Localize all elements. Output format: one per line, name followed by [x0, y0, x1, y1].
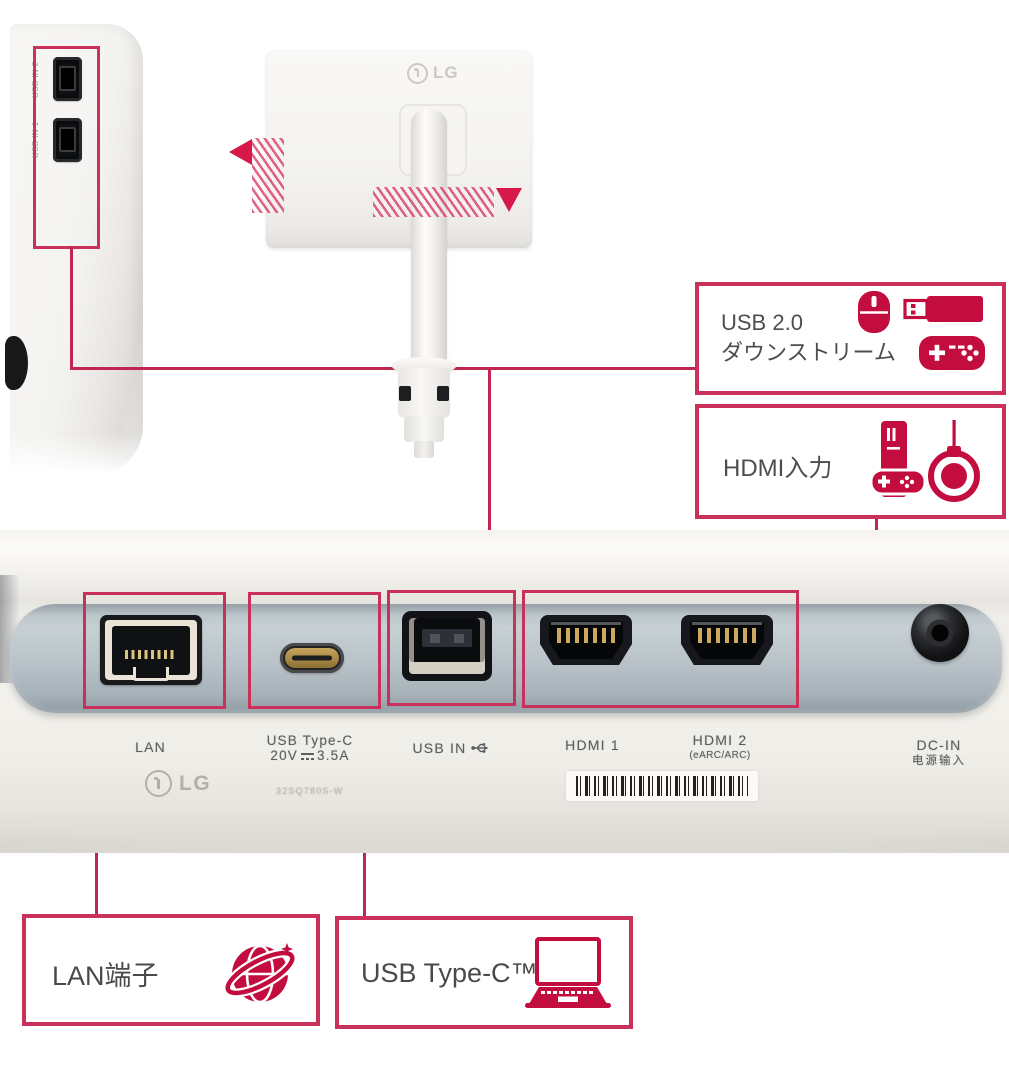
usb-in-label-text: USB IN	[412, 740, 467, 756]
side-ports-highlight-hatch	[252, 138, 284, 213]
side-usb-port-2	[53, 57, 82, 101]
hdmi2-label-text: HDMI 2	[692, 732, 748, 748]
usb-c-label-volt: 20V	[270, 748, 299, 763]
globe-icon	[223, 943, 297, 1004]
callout-usb2-downstream: USB 2.0 ダウンストリーム	[695, 282, 1006, 395]
dc-in-label-text: DC-IN	[916, 737, 962, 753]
lan-port-cavity	[112, 626, 190, 681]
callout-usb2-text: USB 2.0 ダウンストリーム	[721, 308, 896, 368]
side-usb-port-1	[53, 118, 82, 162]
usb-c-port	[280, 643, 344, 673]
lg-logo-back: LG	[407, 62, 459, 84]
usb-c-highlight-box	[248, 592, 381, 709]
hdmi2-label-sub: (eARC/ARC)	[689, 750, 751, 761]
stand-clamp-pin	[414, 441, 434, 458]
stand-clamp-tab-right	[437, 386, 449, 401]
barcode-label	[566, 771, 758, 801]
callout-hdmi-input: HDMI入力	[695, 404, 1006, 519]
lan-port-label: LAN	[135, 739, 166, 755]
streaming-device-icon	[928, 420, 980, 502]
dc-in-label-sub: 电源输入	[912, 755, 966, 767]
hdmi-port-2	[681, 615, 773, 665]
dc-in-port-label: DC-IN 电源输入	[888, 738, 990, 769]
callout-lan-label: LAN端子	[52, 961, 159, 991]
usb-a-highlight-box	[387, 590, 516, 706]
usb-c-label-amp: 3.5A	[317, 748, 350, 763]
model-number-text: 32SQ780S-W	[276, 786, 344, 796]
usb-c-label-line1: USB Type-C	[266, 733, 354, 748]
mouse-icon	[858, 291, 890, 333]
usb-trident-icon	[471, 743, 489, 753]
lg-emblem-icon	[407, 62, 428, 84]
callout-hdmi-label: HDMI入力	[723, 455, 833, 482]
hdmi-port-1	[540, 615, 632, 665]
hdmi-highlight-box	[522, 590, 799, 708]
connector-line-usb-in-vertical	[488, 370, 491, 592]
lan-highlight-box	[83, 592, 226, 709]
side-usb-highlight-box	[33, 46, 100, 249]
dc-in-port	[911, 604, 969, 662]
laptop-icon	[525, 937, 611, 1008]
stand-clamp-lower	[404, 416, 444, 442]
hdmi-port-2-pins	[698, 628, 756, 643]
arrow-down-icon	[496, 188, 522, 212]
callout-usb2-line2: ダウンストリーム	[721, 340, 896, 365]
lan-port-pins	[125, 650, 177, 659]
lg-logo-photo: LG	[145, 770, 211, 797]
lan-port-notch	[133, 667, 169, 681]
callout-usb-type-c: USB Type-C™	[335, 916, 633, 1029]
callout-lan: LAN端子	[22, 914, 320, 1026]
stand-clamp-tab-left	[399, 386, 411, 401]
dc-symbol-icon	[301, 752, 315, 761]
arrow-left-icon	[229, 139, 252, 165]
usb-a-port	[402, 611, 492, 681]
game-console-icon	[869, 421, 927, 497]
rear-ports-highlight-hatch	[373, 187, 494, 217]
usb-a-port-cavity	[409, 618, 485, 674]
stand-pole	[411, 110, 447, 362]
hdmi1-port-label: HDMI 1	[565, 737, 620, 753]
usb-c-port-label: USB Type-C 20V 3.5A	[246, 733, 374, 763]
callout-usb-type-c-label: USB Type-C™	[361, 958, 538, 988]
gamepad-icon	[919, 336, 985, 370]
usb-in-port-label: USB IN	[396, 741, 506, 756]
hdmi-port-1-pins	[557, 628, 615, 643]
connector-line-usb2-horizontal	[70, 367, 698, 370]
connector-line-side-usb-vertical	[70, 246, 73, 370]
joystick-button	[5, 336, 28, 390]
usb-a-port-tongue	[422, 629, 472, 647]
lg-logo-text: LG	[179, 771, 212, 795]
callout-usb2-line1: USB 2.0	[721, 310, 803, 335]
hdmi2-port-label: HDMI 2 (eARC/ARC)	[666, 733, 774, 763]
lan-port	[100, 615, 202, 685]
lg-emblem-icon	[145, 770, 172, 797]
usb-drive-icon	[903, 296, 983, 322]
lg-logo-text: LG	[433, 63, 459, 82]
